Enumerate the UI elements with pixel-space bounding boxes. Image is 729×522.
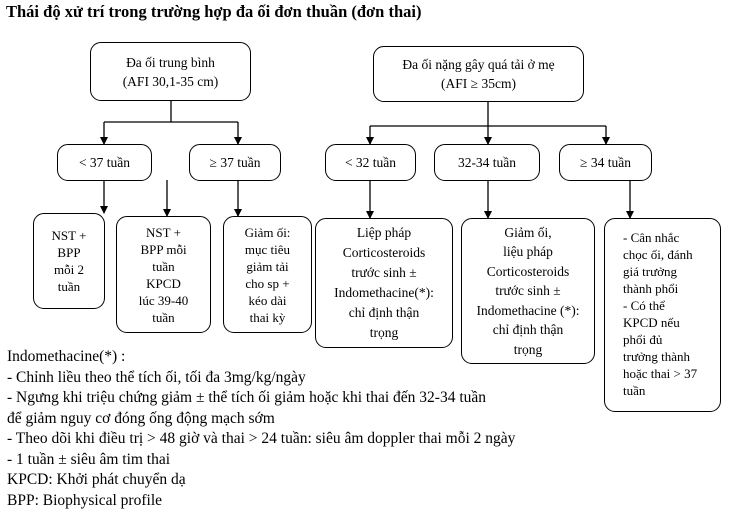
node-text-line: trọng [369,325,399,340]
node-text-line: Corticosteroids [486,263,570,279]
note-line: Indomethacine(*) : [7,348,126,365]
note-line: để giảm nguy cơ đóng ống động mạch sớm [7,409,275,427]
node-severe-ge34-weeks: ≥ 34 tuần [559,144,652,181]
node-text-line: trưởng thành [623,349,690,364]
node-mild-ge37-weeks: ≥ 37 tuần [189,144,281,181]
node-text-line: mỗi 2 [54,262,84,277]
node-text-line: ≥ 34 tuần [580,154,631,170]
node-text-line: hoặc thai > 37 [623,366,698,381]
page-title: Thái độ xử trí trong trường hợp đa ối đơ… [6,2,422,21]
node-text-line: chọc ối, đánh [623,247,693,262]
node-severe-polyhydramnios: Đa ối nặng gây quá tải ở mẹ (AFI ≥ 35cm) [373,46,584,102]
node-text-line: tuần [57,279,81,294]
node-text-line: Giảm ối: [244,224,291,240]
node-text-line: KPCD [146,275,181,291]
node-text-line: NST + [146,224,181,240]
node-text-line: trước sinh ± [351,265,417,280]
node-text-line: tuần [152,258,175,274]
node-text-line: Indomethacine(*): [334,285,434,300]
node-text-line: BPP mỗi [140,241,187,257]
action-ge34-consider: - Cân nhắc chọc ối, đánh giá trưởng thành p… [604,218,721,412]
node-text-line: tuần [623,383,646,398]
note-line: - Theo dõi khi điều trị > 48 giờ và thai… [7,430,516,447]
node-text-line: Corticosteroids [342,245,426,260]
node-text-line: giá trưởng [623,264,677,279]
node-text-line: < 37 tuần [78,154,131,170]
node-text-line: trước sinh ± [495,283,561,299]
node-text-line: (AFI 30,1-35 cm) [122,73,219,89]
node-text-line: Giảm ối, [504,224,552,240]
node-text-line: 32-34 tuần [457,154,517,170]
node-text-line: Indomethacine (*): [476,302,580,318]
node-mild-lt37-weeks: < 37 tuần [57,144,152,181]
note-line: - Chỉnh liều theo thể tích ối, tối đa 3m… [7,368,306,386]
node-text-line: thành phổi [623,281,679,296]
node-text-line: (AFI ≥ 35cm) [441,76,516,91]
node-text-line: - Có thể [623,298,665,313]
node-text-line: BPP [57,245,81,260]
node-text-line: thai kỳ [249,309,286,325]
node-text-line: kéo dài [248,292,287,308]
node-text-line: ≥ 37 tuần [209,154,261,170]
node-text-line: < 32 tuần [344,154,397,170]
node-text-line: cho sp + [245,275,290,291]
node-text-line: KPCD nếu [623,315,680,330]
node-text-line: chỉ định thận [492,322,564,338]
node-text-line: NST + [51,228,87,243]
node-text-line: Đa ối nặng gây quá tải ở mẹ [402,57,555,72]
node-text-line: giảm tải [246,258,289,274]
node-text-line: phổi đủ [623,332,663,347]
node-text-line: Liệp pháp [356,225,412,240]
action-nst-bpp-2-weeks: NST + BPP mỗi 2 tuần [33,213,105,309]
note-line: - Ngưng khi triệu chứng giảm ± thể tích … [7,389,487,406]
node-severe-lt32-weeks: < 32 tuần [325,144,416,181]
node-text-line: tuần [152,309,175,325]
node-severe-32-34-weeks: 32-34 tuần [434,144,540,181]
note-line: KPCD: Khởi phát chuyển dạ [7,471,186,488]
node-text-line: lúc 39-40 [138,292,189,308]
node-text-line: liệu pháp [503,244,553,260]
note-line: BPP: Biophysical profile [7,491,162,509]
node-text-line: chỉ định thận [348,305,420,320]
note-line: - 1 tuần ± siêu âm tim thai [7,450,171,468]
node-text-line: Đa ối trung bình [126,54,215,70]
footnotes: Indomethacine(*) : - Chỉnh liều theo thể… [7,347,515,511]
node-mild-polyhydramnios: Đa ối trung bình (AFI 30,1-35 cm) [90,42,251,101]
node-text-line: trọng [513,341,543,357]
node-text-line: - Cân nhắc [623,230,680,245]
node-text-line: mục tiêu [244,241,291,257]
